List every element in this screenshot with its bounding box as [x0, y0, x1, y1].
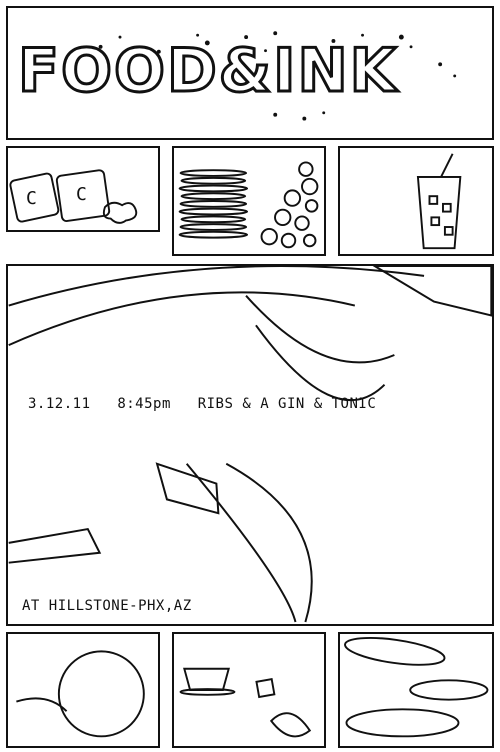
- panel-biscotti: [338, 632, 494, 748]
- location-caption: AT HILLSTONE-PHX,AZ: [22, 598, 192, 614]
- coaster-letter-right: C: [76, 184, 88, 205]
- onion-rings-drawing: [178, 161, 319, 249]
- ribs-plate-drawing: [8, 266, 492, 623]
- ink-splatter: [98, 31, 457, 121]
- panel-tea: [172, 632, 326, 748]
- melon-drawing: [16, 650, 145, 738]
- title-panel: FOOD&INK: [6, 6, 494, 140]
- panel-drink: [338, 146, 494, 256]
- entry-date: 3.12.11: [28, 396, 91, 412]
- coaster-letter-left: C: [26, 188, 38, 209]
- entry-line: 3.12.11 8:45pm RIBS & A GIN & TONIC: [28, 396, 376, 412]
- panel-melon: [6, 632, 160, 748]
- biscotti-drawing: [344, 636, 489, 738]
- entry-time: 8:45pm: [117, 396, 171, 412]
- tea-cup-drawing: [179, 667, 312, 738]
- iced-drink-drawing: [416, 153, 462, 250]
- panel-rings: [172, 146, 326, 256]
- panel-coasters: C C: [6, 146, 160, 232]
- entry-meal: RIBS & A GIN & TONIC: [197, 396, 377, 412]
- site-title: FOOD&INK: [16, 35, 399, 108]
- panel-main: 3.12.11 8:45pm RIBS & A GIN & TONIC AT H…: [6, 264, 494, 626]
